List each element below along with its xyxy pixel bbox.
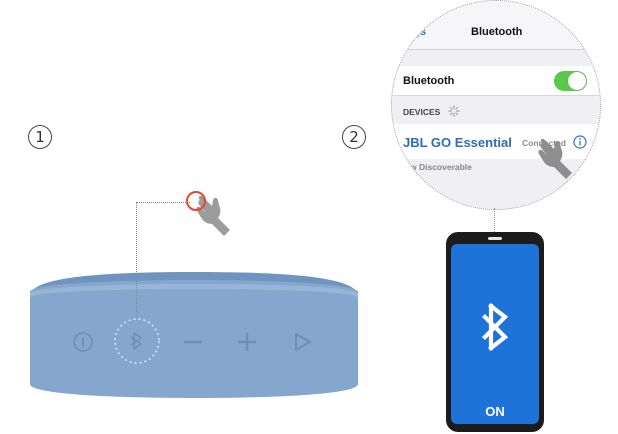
bluetooth-icon[interactable]	[130, 332, 142, 350]
bluetooth-row: Bluetooth	[392, 67, 600, 96]
volume-up-icon[interactable]	[238, 333, 256, 351]
leader-line-vertical	[136, 202, 137, 318]
toggle-knob	[568, 72, 586, 90]
section-gap	[392, 50, 600, 66]
bluetooth-row-label: Bluetooth	[403, 75, 455, 87]
speaker-edge-highlight	[30, 284, 358, 298]
settings-zoom-circle: ttings Bluetooth Bluetooth DEVICES	[391, 0, 601, 210]
bluetooth-on-label: ON	[485, 404, 505, 419]
leader-line-horizontal	[136, 202, 190, 203]
bluetooth-button-highlight-ring	[114, 318, 160, 364]
phone-earpiece	[488, 237, 502, 240]
power-icon[interactable]	[73, 332, 93, 352]
devices-header-label: DEVICES	[403, 107, 441, 117]
hand-pointer-icon-2	[538, 139, 572, 179]
step-number-1: 1	[28, 125, 52, 149]
device-name: JBL GO Essential	[403, 135, 512, 150]
step-number-2: 2	[342, 125, 366, 149]
speaker-body	[30, 280, 358, 398]
phone-screen: ON	[451, 244, 539, 424]
bluetooth-toggle[interactable]	[554, 71, 587, 91]
smartphone: ON	[446, 232, 544, 432]
devices-header: DEVICES	[392, 96, 600, 124]
discoverable-label: w Discoverable	[410, 162, 472, 172]
bluetooth-icon-large	[482, 303, 509, 351]
info-icon[interactable]	[573, 135, 587, 149]
page-title: Bluetooth	[471, 26, 523, 38]
play-icon[interactable]	[295, 333, 311, 351]
zoom-connector-line	[494, 208, 495, 232]
press-indicator	[186, 191, 206, 211]
navigation-bar: ttings Bluetooth	[392, 1, 600, 50]
settings-back-button[interactable]: ttings	[396, 26, 426, 38]
loading-spinner-icon	[448, 105, 460, 117]
